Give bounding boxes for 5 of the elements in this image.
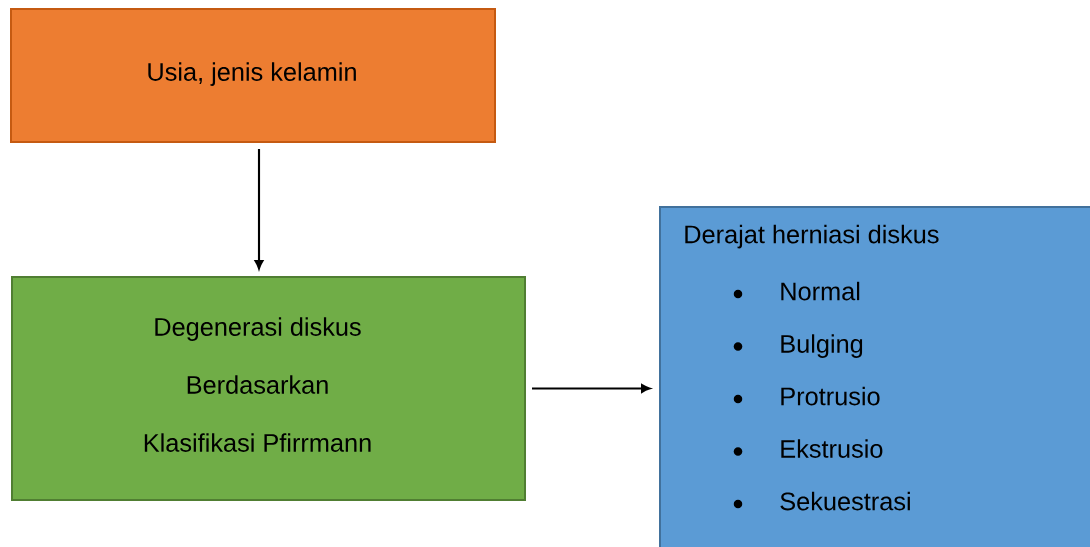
arrow: [254, 149, 264, 270]
process-box: Degenerasi diskus Berdasarkan Klasifikasi Pfirrmann: [11, 276, 526, 501]
list-box: Derajat herniasi diskus Normal Bulging Protrusio Ekstrusio Sekuestrasi: [659, 206, 1090, 547]
process-box: Usia, jenis kelamin: [10, 8, 496, 143]
arrow: [532, 384, 651, 393]
